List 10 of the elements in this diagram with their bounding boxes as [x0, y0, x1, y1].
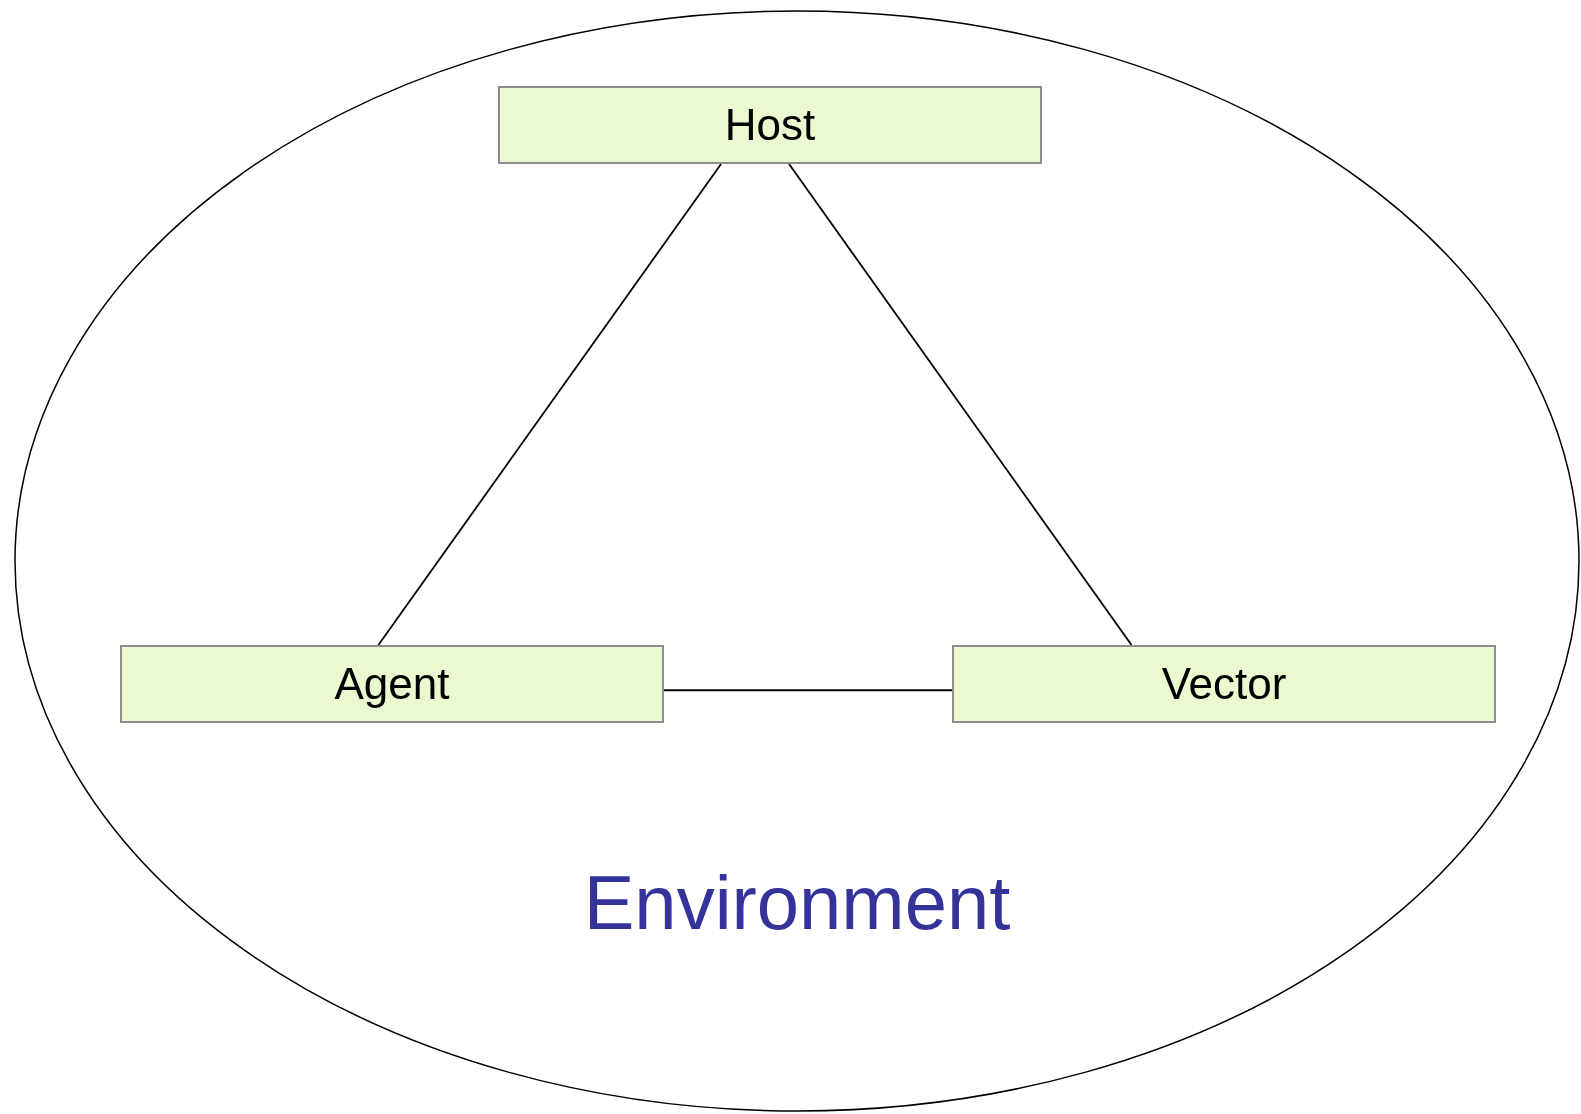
- node-label: Agent: [334, 659, 450, 709]
- process-box: [952, 645, 1496, 723]
- node-label: Host: [724, 100, 816, 150]
- connector-line: [788, 163, 1133, 646]
- node-label: Vector: [1161, 659, 1287, 709]
- connector-line: [377, 163, 722, 646]
- process-box: [120, 645, 664, 723]
- connector-line: [663, 689, 953, 692]
- environment-label: Environment: [583, 858, 1011, 946]
- process-box: [498, 86, 1042, 164]
